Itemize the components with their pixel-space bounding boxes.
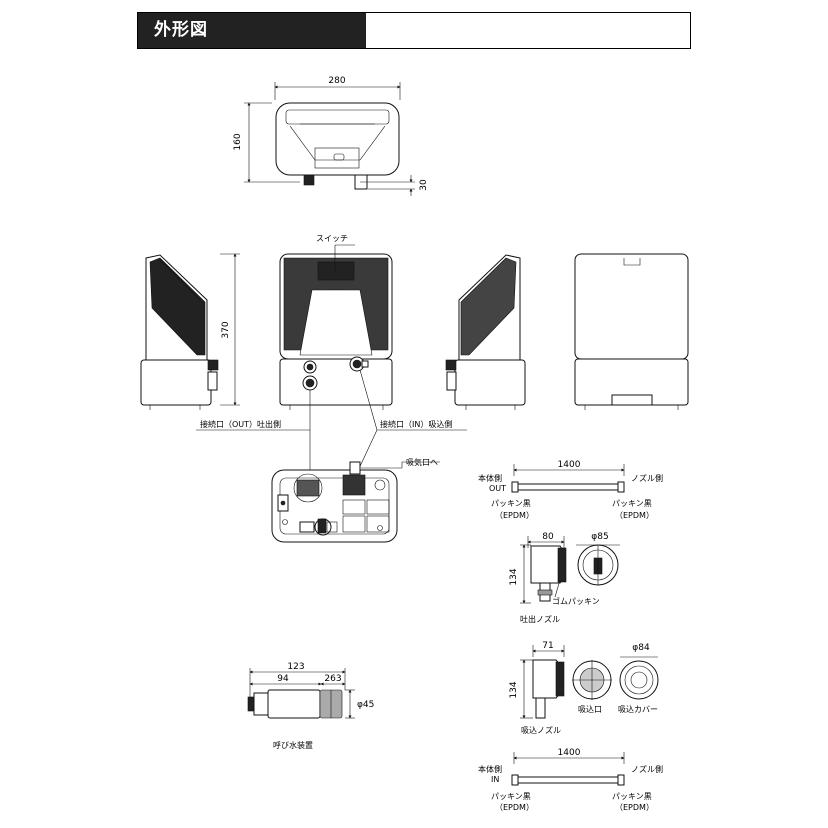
hose-out-right-label: ノズル側 — [631, 473, 663, 483]
hose-in-epdm-right: （EPDM） — [615, 803, 654, 812]
hose-in-epdm-left: （EPDM） — [495, 803, 534, 812]
top-foot-label: 30 — [419, 179, 429, 191]
side-view-left — [140, 254, 219, 410]
primer-device: 123 94 263 φ45 呼び水装置 — [247, 662, 374, 750]
switch-label: スイッチ — [316, 234, 348, 243]
primer-total: 123 — [287, 662, 304, 672]
section-header: 外形図 — [137, 12, 691, 49]
in-nozzle-caption: 吸込ノズル — [521, 725, 561, 735]
out-nozzle-width: 80 — [542, 532, 554, 542]
in-nozzle: 71 134 φ84 吸込口 吸込カバー 吸込ノズル — [509, 641, 659, 735]
hose-in-packing-left: パッキン黒 — [491, 792, 531, 801]
top-height-label: 160 — [233, 133, 243, 150]
port-out-label: 接続口（OUT）吐出側 — [200, 419, 281, 429]
primer-diameter: φ45 — [357, 700, 374, 710]
hose-out: 1400 本体側 OUT ノズル側 パッキン黒 （EPDM） パッキン黒 （EP… — [478, 460, 663, 520]
side-view-right — [445, 254, 526, 410]
hose-out-packing-left: パッキン黒 — [491, 499, 531, 508]
section-title: 外形図 — [138, 13, 366, 48]
top-view: 280 160 30 — [233, 76, 429, 196]
hose-in-right-label: ノズル側 — [631, 764, 663, 774]
bottom-view: 吸気口へ — [271, 457, 440, 543]
hose-in-left-code: IN — [491, 775, 499, 784]
hose-out-left-code: OUT — [489, 484, 506, 493]
out-nozzle-caption: 吐出ノズル — [520, 614, 560, 624]
cover-label: 吸込カバー — [618, 705, 658, 714]
out-nozzle-diameter: φ85 — [591, 532, 608, 542]
hose-out-epdm-left: （EPDM） — [495, 511, 534, 520]
air-inlet-label: 吸気口へ — [406, 457, 438, 467]
in-nozzle-height: 134 — [509, 681, 519, 698]
in-nozzle-width: 71 — [542, 641, 553, 651]
hose-out-packing-right: パッキン黒 — [612, 499, 652, 508]
front-height-label: 370 — [221, 321, 231, 338]
out-nozzle-height: 134 — [509, 568, 519, 585]
rubber-packing-label: ゴムパッキン — [552, 596, 600, 606]
primer-a: 94 — [277, 674, 289, 684]
front-view: スイッチ — [279, 234, 393, 410]
primer-caption: 呼び水装置 — [273, 740, 313, 750]
hose-in-length: 1400 — [558, 748, 581, 758]
out-nozzle: 80 134 φ85 ゴムパッキン 吐出ノズル — [509, 532, 620, 624]
hose-out-length: 1400 — [558, 460, 581, 470]
hose-out-epdm-right: （EPDM） — [615, 511, 654, 520]
port-in-label: 接続口（IN）吸込側 — [380, 419, 452, 429]
hose-in: 1400 本体側 IN ノズル側 パッキン黒 （EPDM） パッキン黒 （EPD… — [478, 748, 663, 812]
primer-b: 263 — [324, 674, 341, 684]
in-nozzle-diameter: φ84 — [632, 643, 650, 653]
top-width-label: 280 — [328, 76, 345, 86]
inlet-label: 吸込口 — [578, 705, 602, 714]
back-view — [574, 253, 689, 410]
hose-in-packing-right: パッキン黒 — [612, 792, 652, 801]
hose-in-left-label: 本体側 — [478, 764, 502, 774]
hose-out-left-label: 本体側 — [478, 473, 502, 483]
